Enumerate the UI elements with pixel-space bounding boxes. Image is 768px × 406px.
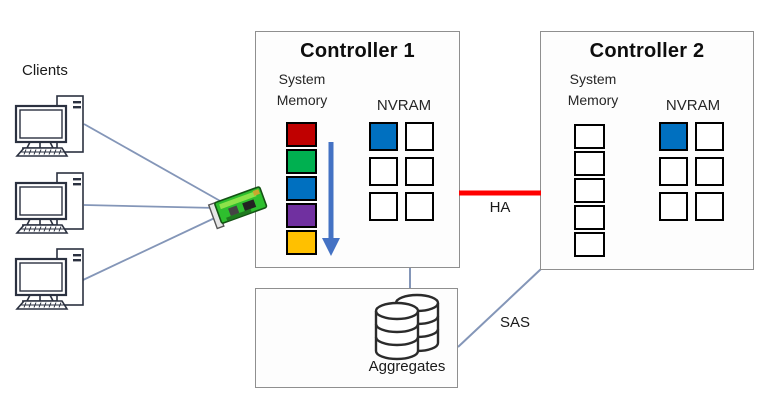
memory-cell bbox=[405, 122, 434, 151]
controller2-title: Controller 2 bbox=[589, 40, 705, 62]
memory-cell bbox=[659, 157, 688, 186]
controller2-system-memory-stack bbox=[574, 124, 605, 257]
memory-cell bbox=[369, 122, 398, 151]
controller2-system-memory-label: System Memory bbox=[567, 71, 619, 108]
controller1-box: Controller 1 System Memory NVRAM bbox=[255, 31, 460, 268]
aggregates-box: Aggregates bbox=[255, 288, 458, 388]
client2-link-line bbox=[83, 204, 218, 209]
sas-link-label: SAS bbox=[500, 314, 531, 331]
memory-cell bbox=[286, 149, 317, 174]
sas-link-line bbox=[457, 268, 542, 348]
memory-cell bbox=[574, 124, 605, 149]
controller2-nvram-label: NVRAM bbox=[665, 97, 721, 114]
controller2-box: Controller 2 System Memory NVRAM bbox=[540, 31, 754, 270]
ha-link-label: HA bbox=[489, 199, 511, 216]
memory-cell bbox=[695, 192, 724, 221]
controller1-system-memory-stack bbox=[286, 122, 317, 255]
memory-cell bbox=[405, 157, 434, 186]
client3-link-line bbox=[82, 214, 222, 281]
controller1-title: Controller 1 bbox=[300, 40, 415, 62]
controller1-nvram-grid bbox=[369, 122, 434, 221]
clients-label: Clients bbox=[22, 62, 68, 79]
memory-cell bbox=[405, 192, 434, 221]
memory-cell bbox=[574, 151, 605, 176]
memory-cell bbox=[574, 178, 605, 203]
aggregates-label: Aggregates bbox=[368, 358, 446, 375]
memory-cell bbox=[574, 205, 605, 230]
memory-cell bbox=[286, 176, 317, 201]
memory-cell bbox=[286, 230, 317, 255]
client1-link-line bbox=[83, 123, 223, 203]
memory-cell bbox=[695, 122, 724, 151]
memory-cell bbox=[659, 192, 688, 221]
memory-cell bbox=[574, 232, 605, 257]
memory-cell bbox=[659, 122, 688, 151]
memory-cell bbox=[286, 203, 317, 228]
controller1-system-memory-label: System Memory bbox=[276, 71, 328, 108]
memory-cell bbox=[369, 157, 398, 186]
memory-cell bbox=[695, 157, 724, 186]
memory-cell bbox=[286, 122, 317, 147]
controller1-nvram-label: NVRAM bbox=[376, 97, 432, 114]
memory-cell bbox=[369, 192, 398, 221]
controller2-nvram-grid bbox=[659, 122, 724, 221]
